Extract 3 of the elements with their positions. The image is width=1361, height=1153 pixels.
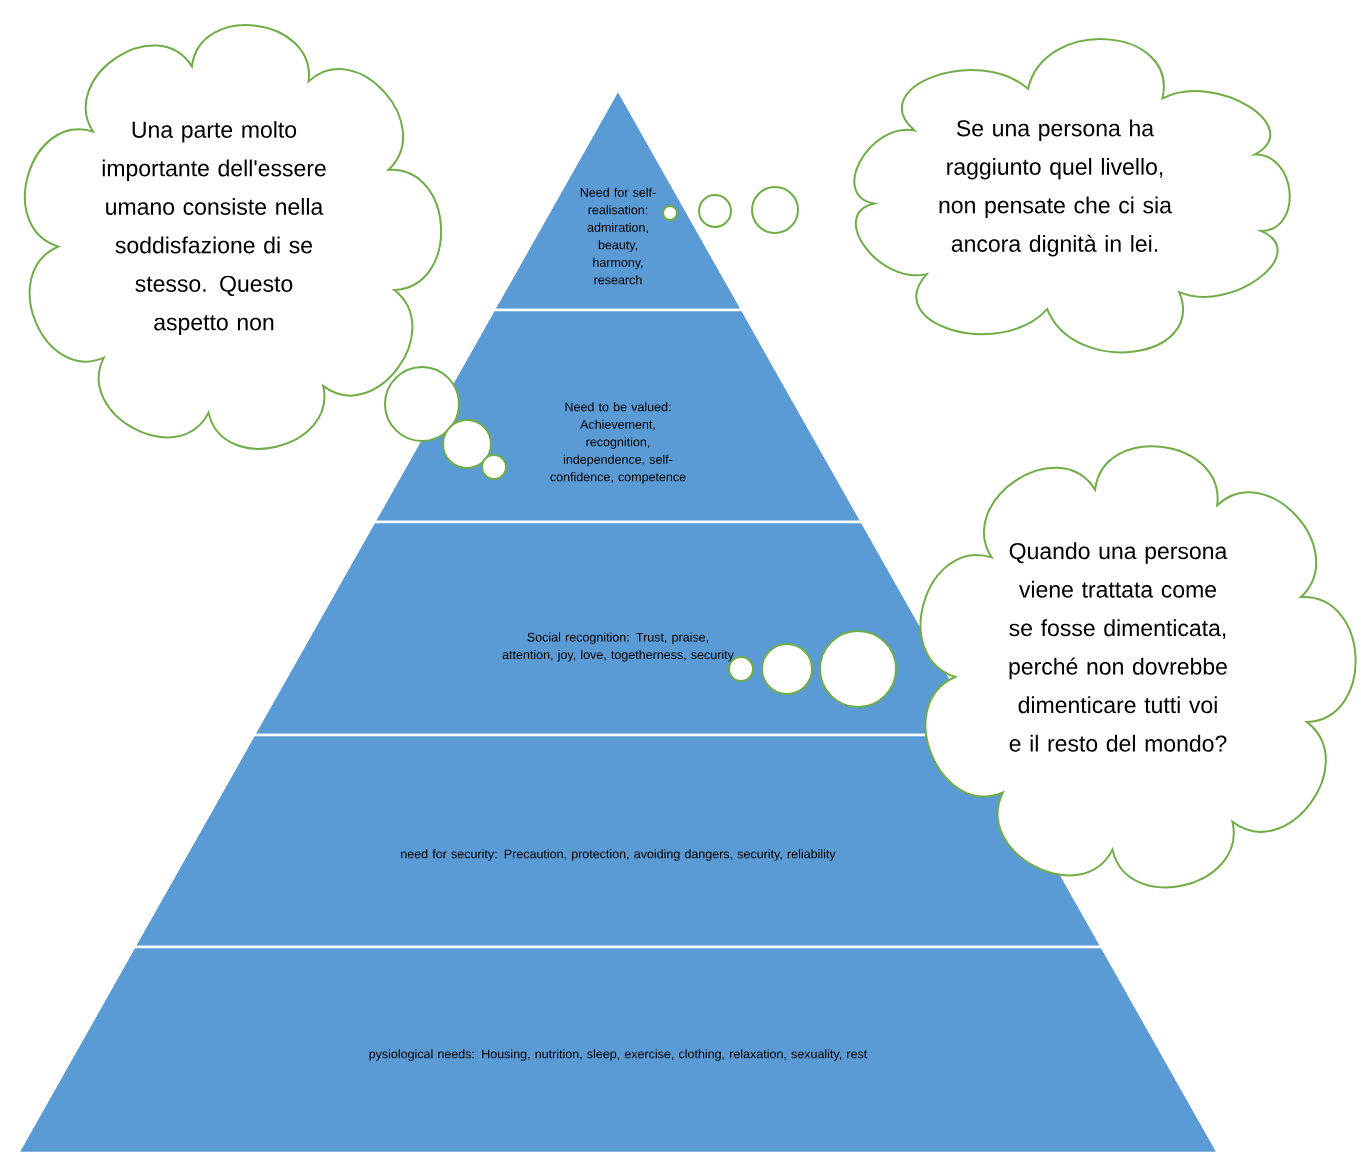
thought-cloud: Una parte molto importante dell'essere umano consiste nella soddisfazione di se stesso. Questo aspetto non [24,24,507,480]
pyramid-level: Need to be valued: Achievement, recognition, independence, self-confidence, competence [372,308,864,524]
thought-cloud: Se una persona ha raggiunto quel livello, non pensate che ci sia ancora dignità in lei. [662,38,1291,354]
